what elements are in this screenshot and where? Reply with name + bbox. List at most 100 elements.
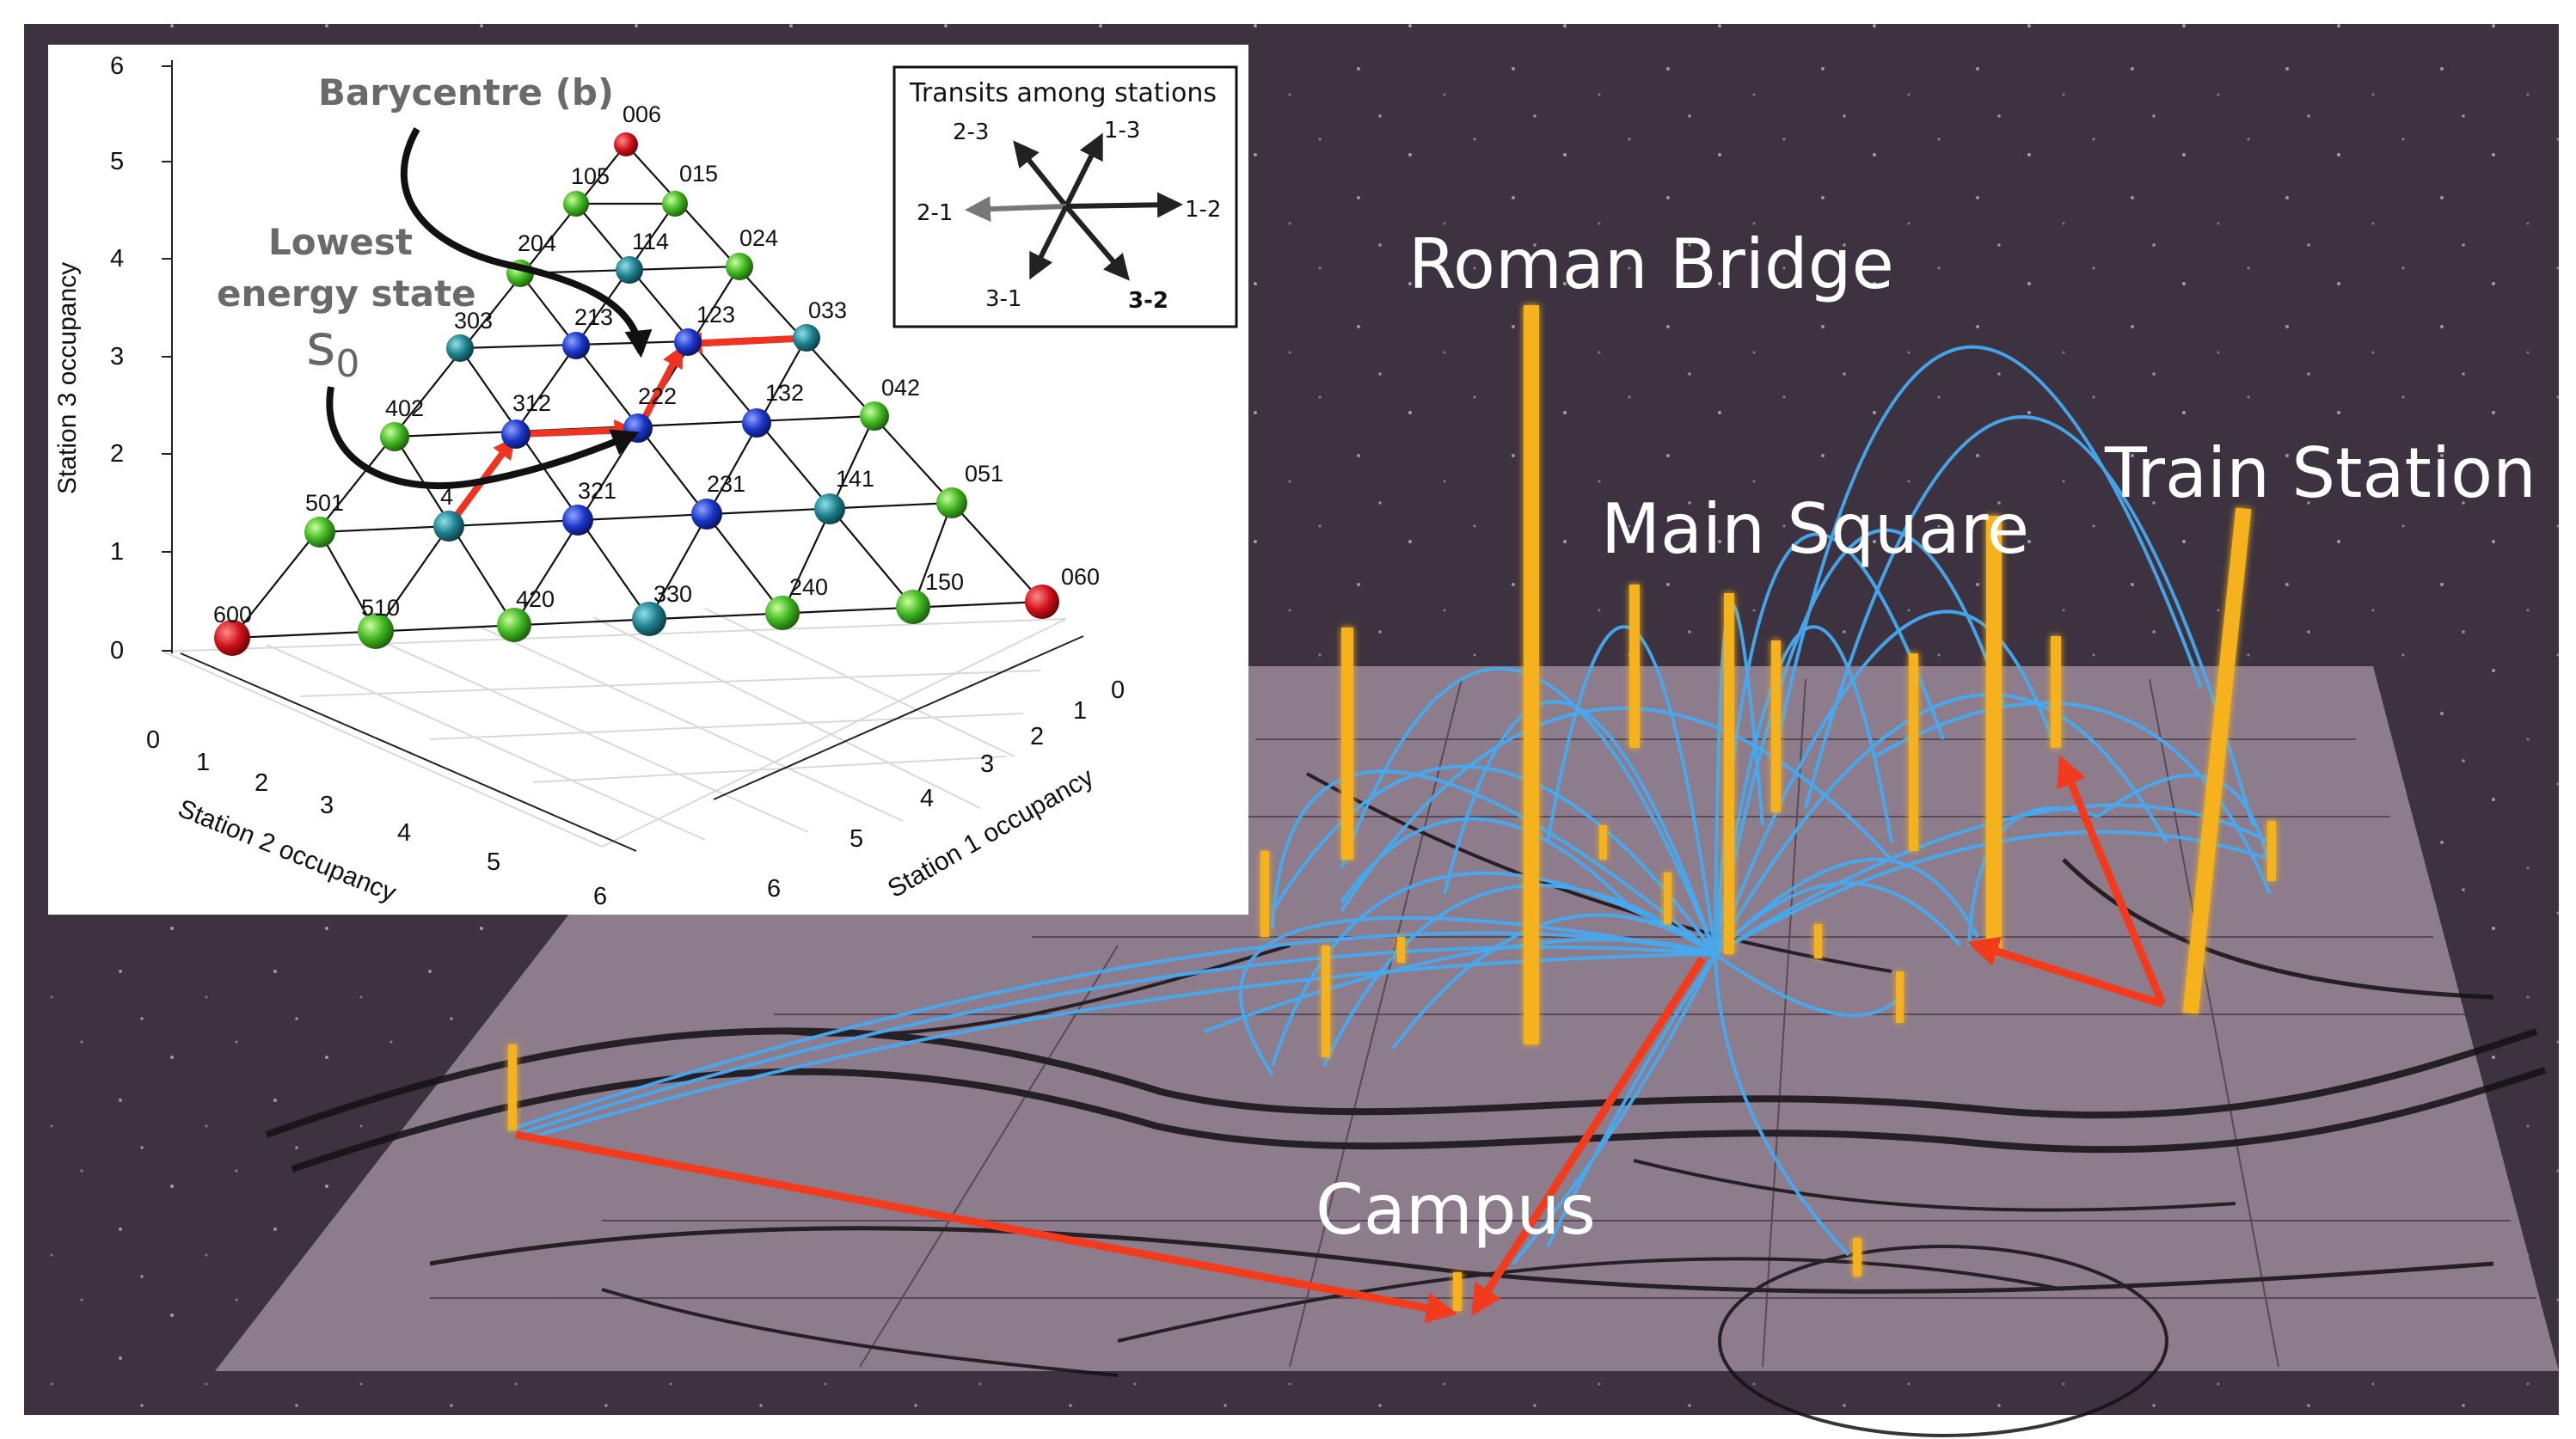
node-213 bbox=[562, 332, 590, 359]
label-204: 204 bbox=[518, 230, 556, 256]
occupancy-bars bbox=[508, 305, 2276, 1311]
y-tick-2: 2 bbox=[255, 769, 268, 797]
node-105 bbox=[563, 191, 589, 217]
x-tick-6: 6 bbox=[767, 875, 781, 903]
label-303: 303 bbox=[454, 308, 493, 334]
label-330: 330 bbox=[653, 581, 692, 607]
x-tick-4: 4 bbox=[920, 785, 934, 812]
legend-3-2: 3-2 bbox=[1128, 288, 1168, 314]
z-tick-3: 3 bbox=[110, 343, 124, 370]
node-042 bbox=[860, 401, 889, 431]
label-train-station: Train Station bbox=[2104, 433, 2536, 513]
legend-3-1: 3-1 bbox=[985, 286, 1021, 312]
node-132 bbox=[742, 408, 771, 438]
z-tick-6: 6 bbox=[110, 52, 124, 80]
lowest-label-1: Lowest bbox=[268, 221, 413, 263]
label-600: 600 bbox=[213, 602, 252, 628]
node-321 bbox=[562, 505, 593, 536]
node-411 bbox=[433, 511, 464, 542]
label-231: 231 bbox=[707, 471, 745, 497]
y-tick-6: 6 bbox=[593, 883, 607, 910]
label-042: 042 bbox=[881, 375, 920, 401]
legend-1-3: 1-3 bbox=[1104, 118, 1140, 144]
y-tick-3: 3 bbox=[320, 792, 334, 819]
z-tick-5: 5 bbox=[110, 148, 124, 175]
node-051 bbox=[936, 487, 967, 518]
node-150 bbox=[896, 590, 930, 624]
legend-2-3: 2-3 bbox=[953, 119, 989, 145]
map-path-arrows bbox=[515, 755, 2167, 1324]
floor-grid bbox=[163, 608, 1067, 848]
node-303 bbox=[446, 334, 474, 362]
label-060: 060 bbox=[1061, 564, 1100, 590]
label-402: 402 bbox=[385, 395, 424, 421]
transit-legend: Transits among stations 2-3 1-3 2-1 1-2 … bbox=[892, 65, 1238, 328]
label-150: 150 bbox=[925, 569, 964, 595]
legend-2-1: 2-1 bbox=[917, 200, 953, 226]
label-132: 132 bbox=[765, 380, 804, 406]
node-114 bbox=[616, 256, 643, 284]
z-tick-2: 2 bbox=[110, 440, 124, 468]
y-tick-4: 4 bbox=[397, 819, 411, 847]
x-tick-2: 2 bbox=[1030, 723, 1044, 750]
label-024: 024 bbox=[739, 225, 778, 251]
y-tick-5: 5 bbox=[487, 848, 500, 876]
node-231 bbox=[691, 499, 722, 530]
label-033: 033 bbox=[808, 297, 847, 323]
label-240: 240 bbox=[789, 574, 828, 600]
legend-1-2: 1-2 bbox=[1185, 197, 1221, 223]
label-321: 321 bbox=[578, 478, 616, 504]
z-tick-1: 1 bbox=[110, 538, 124, 566]
legend-title: Transits among stations bbox=[909, 78, 1217, 108]
label-main-square: Main Square bbox=[1601, 489, 2029, 569]
annotation-arrows bbox=[326, 127, 653, 490]
node-600 bbox=[214, 620, 250, 656]
node-141 bbox=[814, 493, 845, 524]
label-006: 006 bbox=[623, 101, 661, 127]
label-312: 312 bbox=[512, 390, 551, 416]
label-105: 105 bbox=[571, 163, 610, 189]
label-051: 051 bbox=[965, 461, 1003, 487]
node-330 bbox=[632, 602, 666, 636]
label-510: 510 bbox=[361, 595, 400, 621]
state-symbol: s0 bbox=[306, 312, 359, 386]
z-tick-4: 4 bbox=[110, 245, 124, 272]
lowest-label-2: energy state bbox=[217, 272, 476, 315]
y-tick-0: 0 bbox=[146, 726, 160, 754]
node-006 bbox=[614, 132, 638, 156]
y-tick-1: 1 bbox=[196, 749, 210, 776]
node-labels: 006 105 015 204 114 024 303 213 123 033 … bbox=[213, 101, 1100, 628]
z-axis: 0 1 2 3 4 5 6 Station 3 occupancy bbox=[53, 52, 172, 664]
city-map bbox=[215, 666, 2559, 1437]
label-114: 114 bbox=[632, 229, 669, 254]
x-tick-5: 5 bbox=[849, 825, 863, 853]
label-4: 4 bbox=[440, 484, 453, 510]
x-tick-1: 1 bbox=[1073, 697, 1087, 725]
label-123: 123 bbox=[696, 302, 735, 328]
node-420 bbox=[497, 608, 531, 642]
node-312 bbox=[501, 419, 531, 449]
label-141: 141 bbox=[836, 466, 874, 492]
transit-arcs bbox=[506, 345, 2272, 1265]
node-060 bbox=[1025, 585, 1059, 619]
z-tick-0: 0 bbox=[110, 637, 124, 664]
node-501 bbox=[304, 517, 335, 548]
z-axis-title: Station 3 occupancy bbox=[53, 262, 82, 494]
label-420: 420 bbox=[516, 586, 555, 612]
node-240 bbox=[765, 596, 800, 630]
node-402 bbox=[380, 422, 409, 451]
x-tick-0: 0 bbox=[1111, 677, 1125, 704]
node-123 bbox=[674, 328, 702, 356]
label-015: 015 bbox=[679, 161, 718, 187]
node-033 bbox=[793, 324, 820, 352]
x-tick-3: 3 bbox=[980, 750, 994, 778]
node-015 bbox=[662, 191, 688, 217]
label-501: 501 bbox=[305, 490, 344, 516]
label-222: 222 bbox=[638, 383, 677, 409]
label-campus: Campus bbox=[1316, 1170, 1596, 1250]
barycentre-label: Barycentre (b) bbox=[318, 71, 614, 113]
inset-panel: 0 1 2 3 4 5 6 Station 3 occupancy 0 1 2 … bbox=[48, 45, 1248, 915]
node-024 bbox=[726, 253, 753, 280]
node-510 bbox=[358, 613, 394, 649]
